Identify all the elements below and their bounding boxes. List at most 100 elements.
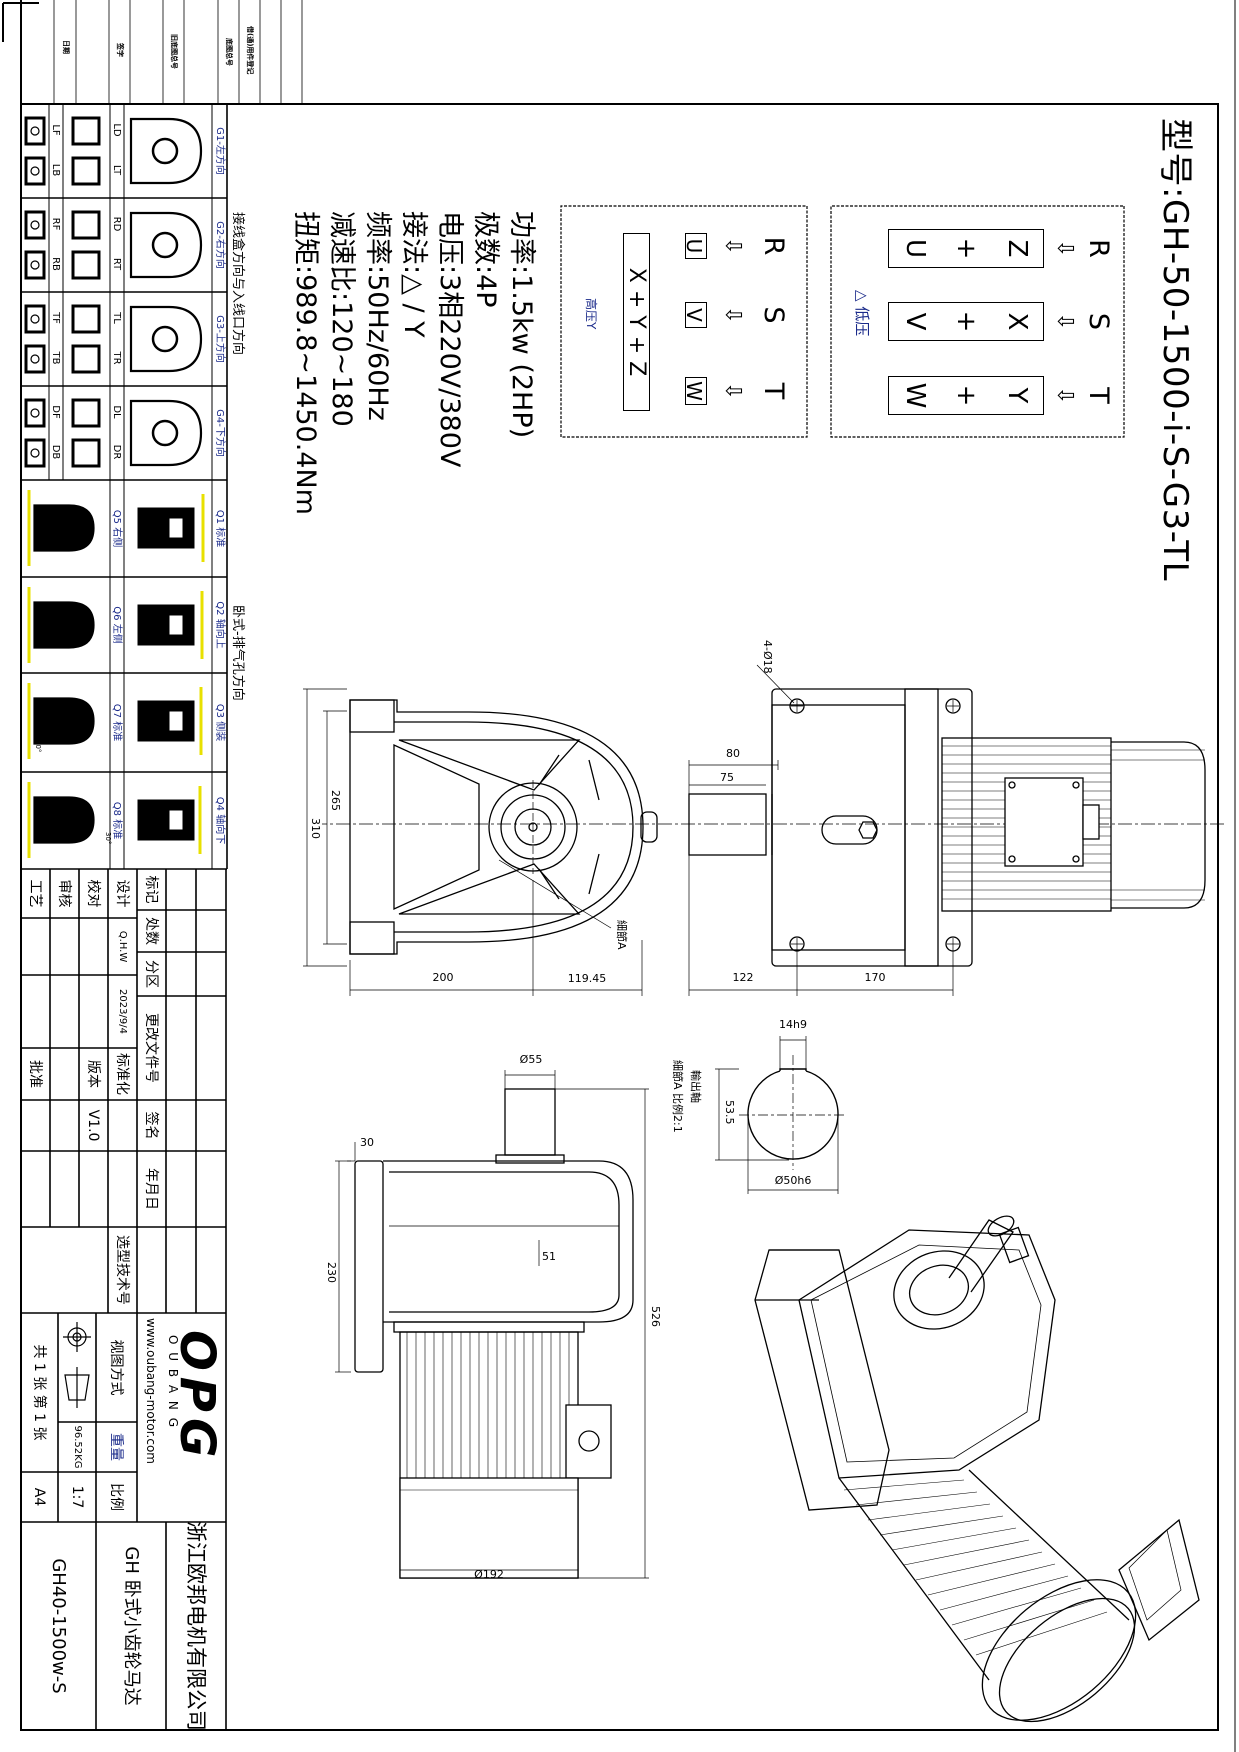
tb-selection-no: 选型技术号 <box>114 1235 131 1305</box>
motor-fin <box>939 1575 1069 1611</box>
svg-text:OPG: OPG <box>169 1330 225 1463</box>
code-label: RT <box>111 257 123 271</box>
input-r: R <box>758 236 790 256</box>
terminal-label: W <box>899 382 930 409</box>
junction-box-icon <box>24 156 46 186</box>
arrow-down-icon: ⇩ <box>720 305 745 325</box>
tb-process: 工艺 <box>27 879 44 908</box>
spec-frequency: 频率:50Hz/60Hz <box>362 211 393 421</box>
code-label: DF <box>50 405 62 419</box>
tb-version-label: 版本 <box>85 1060 102 1088</box>
company-name: 浙江欧邦电机有限公司 <box>184 1521 209 1731</box>
junction-box-icon <box>71 438 101 468</box>
junction-box-icon <box>24 438 46 468</box>
binding-old-drawing-no: 旧底图总号 <box>170 34 178 69</box>
gearbox-side-icon <box>33 504 95 552</box>
website: www.oubang-motor.com <box>144 1318 158 1464</box>
code-label: TF <box>50 312 62 324</box>
dim-170: 170 <box>864 970 886 984</box>
motor-mount-icon <box>137 799 195 841</box>
tb-zone: 分区 <box>143 960 160 988</box>
q3-label: Q3 侧装 <box>214 703 225 742</box>
tb-paper: A4 <box>31 1487 48 1507</box>
gearbox-side-icon <box>33 796 95 844</box>
junction-box-icon <box>71 116 101 146</box>
q6-label: Q6 左侧 <box>111 606 123 644</box>
detail-note-title: 輸出軸 <box>689 1070 702 1103</box>
dim-55: Ø55 <box>519 1052 543 1066</box>
tb-mark: 标记 <box>143 875 160 904</box>
spec-ratio: 减速比:120~180 <box>326 211 357 427</box>
brand-name: O U B A N G <box>166 1335 180 1430</box>
tb-version: V1.0 <box>85 1109 102 1142</box>
dim-526: 526 <box>649 1306 662 1327</box>
motor-fin <box>927 1563 1056 1596</box>
dim-122: 122 <box>732 970 754 984</box>
hole-icon <box>30 260 40 270</box>
motor-fin <box>915 1551 1043 1581</box>
code-label: TB <box>50 351 62 365</box>
motor-fin <box>975 1611 1108 1656</box>
shaft-icon <box>151 137 179 165</box>
binding-date: 日期 <box>62 40 70 54</box>
tb-design: 设计 <box>114 879 131 908</box>
junction-box-icon <box>71 156 101 186</box>
dim-80: 80 <box>726 746 740 760</box>
junction-box-icon <box>71 210 101 240</box>
terminal-label: Y <box>1002 387 1033 404</box>
low-voltage-box <box>830 205 1125 438</box>
tb-count: 处数 <box>143 917 160 945</box>
shaft-icon <box>151 231 179 259</box>
dim-holes: 4-Ø18 <box>761 640 774 674</box>
dim-53-5: 53.5 <box>723 1100 736 1125</box>
code-label: DB <box>50 444 62 460</box>
motor-fin <box>879 1515 1004 1536</box>
tb-weight: 96.52KG <box>72 1425 83 1469</box>
arrow-down-icon: ⇩ <box>1052 386 1077 405</box>
window-icon <box>168 809 184 831</box>
q5-label: Q5 右侧 <box>111 509 123 548</box>
terminal-box-1: Z+U <box>888 229 1044 268</box>
arrow-down-icon: ⇩ <box>1052 312 1077 331</box>
isometric-view <box>754 1215 1200 1723</box>
plus-sign: + <box>951 384 982 407</box>
code-label: TR <box>111 351 123 365</box>
junction-box-icon <box>24 398 46 428</box>
code-label: DL <box>111 405 123 419</box>
detail-note-scale: 細節A 比例2:1 <box>671 1060 684 1133</box>
dim-30: 30 <box>360 1135 374 1149</box>
code-label: RF <box>50 217 62 231</box>
dim-310: 310 <box>309 818 322 839</box>
junction-box-icon <box>24 210 46 240</box>
binding-drawing-no: 底图总号 <box>225 38 233 66</box>
dim-51: 51 <box>542 1249 556 1263</box>
input-s: S <box>758 306 790 324</box>
tb-scale: 1:7 <box>69 1485 85 1509</box>
angle-label: 30° <box>34 740 42 753</box>
terminal-label: V <box>899 312 930 331</box>
junction-box-icon <box>71 250 101 280</box>
code-label: LD <box>111 123 123 137</box>
high-voltage-label: 高压Y <box>584 298 598 330</box>
terminal-label: Z <box>1002 239 1033 258</box>
opg-logo: OPG <box>169 1330 225 1463</box>
tb-standardize: 标准化 <box>114 1053 131 1095</box>
drawing-model-number: GH40-1500w-S <box>48 1558 70 1694</box>
junction-box-icon <box>24 116 46 146</box>
gearbox-side-icon <box>33 601 95 649</box>
hole-icon <box>30 220 40 230</box>
front-view-dimensions <box>303 688 643 996</box>
q1-label: Q1 标准 <box>214 509 225 548</box>
shaft-icon <box>151 419 179 447</box>
junction-box-icon <box>24 304 46 334</box>
code-label: LB <box>50 163 62 177</box>
motor-fin <box>903 1539 1030 1566</box>
motor-fin <box>963 1599 1095 1641</box>
terminal-v: V <box>682 302 707 328</box>
tb-design-date: 2023/9/4 <box>117 989 129 1034</box>
gearbox-front-icon <box>129 305 203 373</box>
input-t: T <box>1083 387 1115 404</box>
shaft-icon <box>151 325 179 353</box>
window-icon <box>168 710 184 732</box>
